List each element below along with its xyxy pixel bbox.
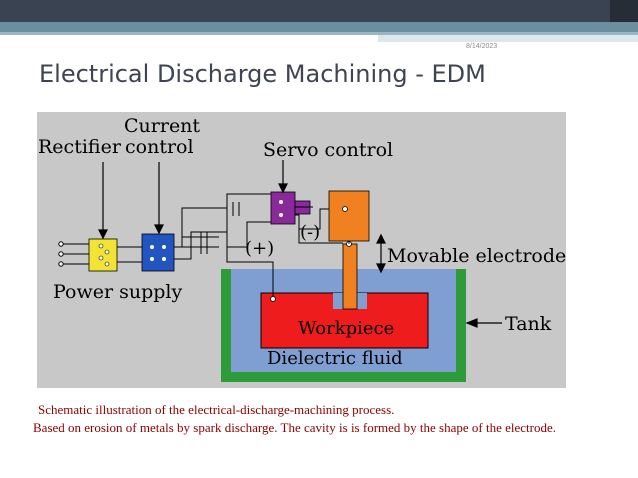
edm-diagram: Current control Rectifier Servo control …	[37, 112, 566, 388]
label-plus: (+)	[245, 238, 274, 259]
rectifier-terminal	[104, 249, 110, 255]
slide-top-bar	[0, 0, 638, 22]
rectifier-terminal	[98, 243, 104, 249]
current-control-terminal	[162, 245, 166, 249]
slide-title: Electrical Discharge Machining - EDM	[39, 60, 486, 88]
electrode-terminal	[342, 206, 348, 212]
servo-block	[270, 191, 296, 225]
slide-date: 8/14/2023	[466, 43, 498, 50]
rectifier-terminal	[98, 255, 104, 261]
label-current: Current	[124, 115, 200, 137]
workpiece-terminal	[270, 296, 276, 302]
label-workpiece: Workpiece	[298, 318, 394, 339]
caption-line-1: Schematic illustration of the electrical…	[38, 402, 395, 417]
slide-top-bar-corner	[610, 0, 638, 22]
current-control-terminal	[150, 245, 154, 249]
label-control: control	[125, 136, 194, 158]
workpiece	[260, 292, 429, 349]
wiring	[174, 193, 350, 297]
input-lines	[58, 241, 142, 267]
label-tank: Tank	[505, 313, 552, 335]
slide-accent-block	[378, 35, 638, 42]
label-rectifier: Rectifier	[38, 136, 122, 158]
rectifier-block	[88, 238, 118, 272]
label-movable-electrode: Movable electrode	[387, 245, 566, 267]
label-dielectric-fluid: Dielectric fluid	[267, 348, 403, 369]
electrode-stem	[342, 243, 358, 310]
label-power-supply: Power supply	[53, 281, 182, 303]
servo-terminal	[279, 213, 283, 217]
current-control-terminal	[150, 257, 154, 261]
rectifier-terminal	[104, 261, 110, 267]
current-control-block	[141, 233, 175, 272]
current-control-terminal	[162, 257, 166, 261]
slide-accent-band-light	[0, 32, 638, 35]
label-minus: (-)	[300, 222, 320, 243]
electrode-head	[328, 190, 370, 242]
caption-line-2: Based on erosion of metals by spark disc…	[33, 420, 556, 435]
servo-terminal	[279, 200, 283, 204]
label-arrows	[98, 160, 502, 328]
slide-accent-band	[0, 22, 638, 32]
label-servo-control: Servo control	[263, 139, 393, 161]
